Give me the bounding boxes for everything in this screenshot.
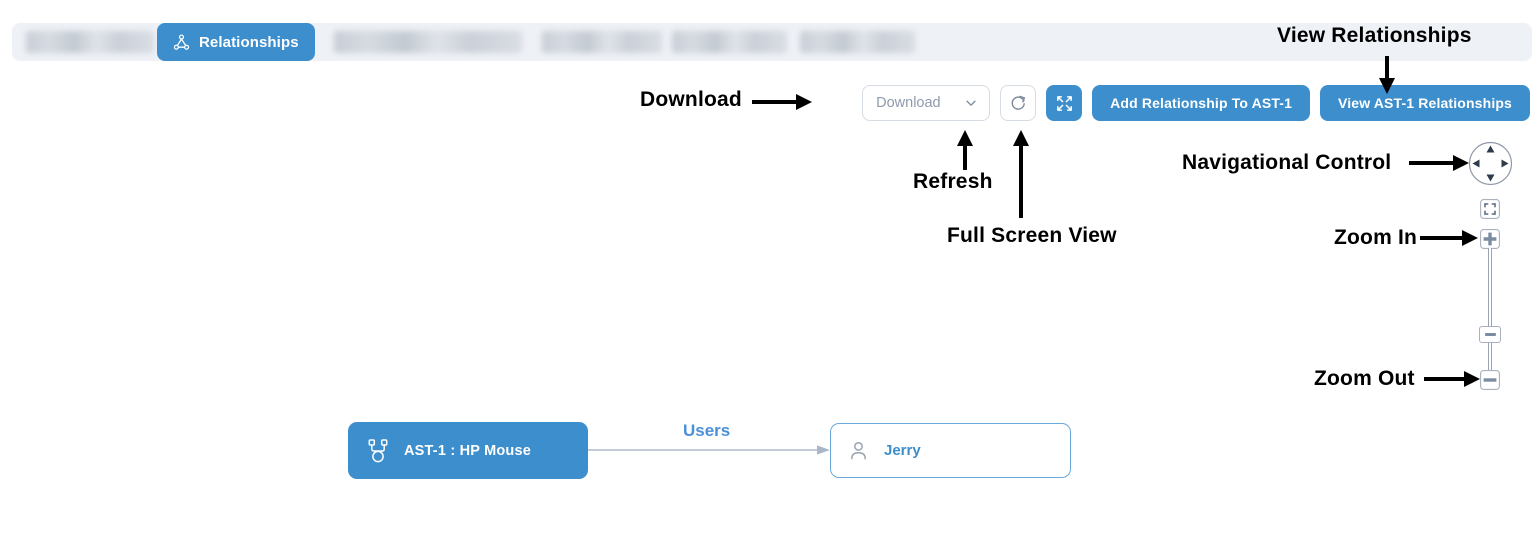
navigational-control[interactable] <box>1467 140 1514 187</box>
relationship-edge-label: Users <box>683 421 731 440</box>
annotation-arrow-view-relationships <box>1375 56 1399 101</box>
graph-toolbar: Download <box>862 85 1530 121</box>
person-icon <box>848 440 869 462</box>
download-select[interactable]: Download <box>862 85 991 121</box>
annotation-refresh: Refresh <box>913 170 993 193</box>
zoom-out-button[interactable] <box>1480 370 1500 390</box>
annotation-view-relationships: View Relationships <box>1277 24 1472 47</box>
tab-relationships[interactable]: Relationships <box>157 23 315 61</box>
zoom-slider-track[interactable] <box>1488 248 1492 372</box>
zoom-out-minus-icon <box>1480 370 1500 394</box>
annotation-arrow-download <box>752 90 814 119</box>
annotation-nav-control: Navigational Control <box>1182 151 1392 174</box>
navigational-compass-icon <box>1467 141 1514 191</box>
zoom-in-button[interactable] <box>1480 229 1500 249</box>
annotation-zoom-out: Zoom Out <box>1314 367 1415 390</box>
relationship-graph-icon <box>173 33 190 51</box>
annotation-zoom-in: Zoom In <box>1334 226 1418 249</box>
annotation-arrow-zoom-out <box>1424 367 1482 396</box>
tab-placeholder-redacted[interactable] <box>800 31 915 53</box>
chevron-down-icon <box>964 96 978 110</box>
annotation-arrow-zoom-in <box>1420 226 1480 255</box>
tab-bar: Relationships <box>12 23 1532 61</box>
annotation-arrow-fullscreen <box>1009 128 1033 223</box>
zoom-in-plus-icon <box>1480 229 1500 253</box>
relationship-edge <box>586 440 832 465</box>
graph-node-source-label: AST-1 : HP Mouse <box>404 442 532 459</box>
refresh-button[interactable] <box>1000 85 1037 121</box>
annotation-arrow-refresh <box>953 128 977 175</box>
graph-node-target[interactable]: Jerry <box>830 423 1071 478</box>
tab-placeholder-redacted[interactable] <box>334 31 522 53</box>
view-relationships-button[interactable]: View AST-1 Relationships <box>1320 85 1530 121</box>
fit-to-screen-button[interactable] <box>1480 199 1500 219</box>
annotation-arrow-nav-control <box>1409 151 1471 180</box>
download-select-value: Download <box>876 95 941 111</box>
fit-to-screen-icon <box>1480 199 1500 223</box>
graph-node-target-label: Jerry <box>884 442 921 459</box>
graph-node-source[interactable]: AST-1 : HP Mouse <box>348 422 588 479</box>
annotation-download: Download <box>640 88 742 111</box>
mouse-device-icon <box>366 438 390 464</box>
zoom-slider-handle[interactable] <box>1479 326 1501 343</box>
tab-placeholder-redacted[interactable] <box>672 31 787 53</box>
add-relationship-button[interactable]: Add Relationship To AST-1 <box>1092 85 1311 121</box>
annotation-fullscreen: Full Screen View <box>947 224 1117 247</box>
refresh-icon <box>1009 94 1028 113</box>
fullscreen-expand-icon <box>1055 94 1074 113</box>
fullscreen-button[interactable] <box>1046 85 1083 121</box>
tab-placeholder-redacted[interactable] <box>26 31 154 53</box>
tab-relationships-label: Relationships <box>199 33 299 51</box>
tab-placeholder-redacted[interactable] <box>542 31 662 53</box>
